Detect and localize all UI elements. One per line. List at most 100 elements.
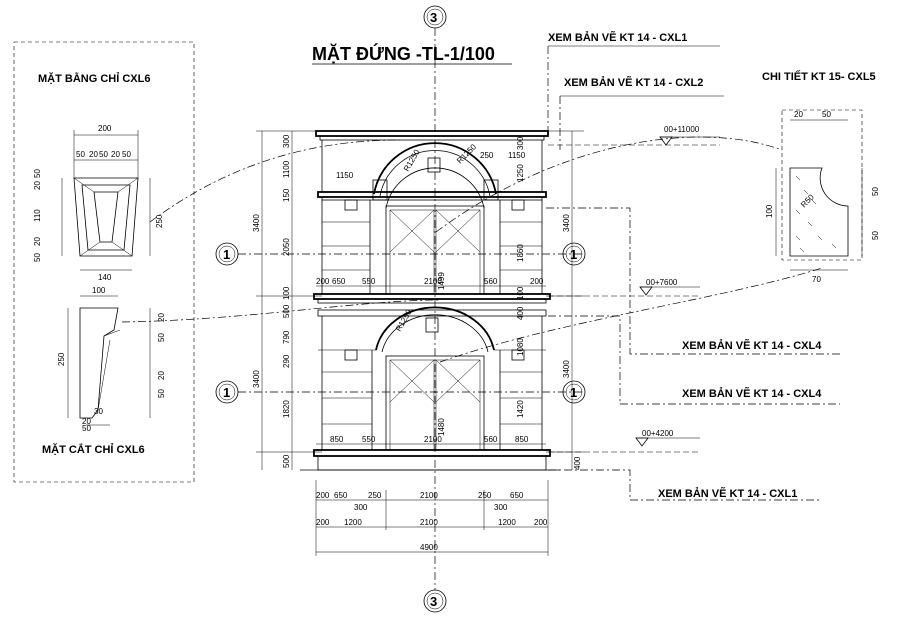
callout-2: XEM BẢN VẼ KT 14 - CXL2: [559, 76, 724, 150]
floor-upper-dim-5: 560: [484, 277, 498, 286]
callout-4: XEM BẢN VẼ KT 14 - CXL4: [548, 315, 840, 405]
right-dim-inner-upper-2: 1250: [516, 164, 525, 182]
grid-bubble-bottom: 3: [423, 589, 447, 613]
plan-dim-top-3: 50: [99, 150, 108, 159]
left-dim-inner-lower-5: 500: [282, 454, 291, 468]
section-dim-bottom-1: 30: [94, 407, 103, 416]
detail-right-frame: [781, 109, 863, 261]
level-label-7600: 00+7600: [646, 278, 678, 287]
callout-label-5: XEM BẢN VẼ KT 14 - CXL1: [658, 487, 797, 500]
plan-dim-left-2: 50: [33, 169, 42, 178]
bottom-dim-total: 4900: [420, 543, 438, 552]
cxl5-dim-top-2: 50: [822, 110, 831, 119]
grid-bubble-right-lower: 1: [562, 380, 586, 404]
grid-bubble-left-upper: 1: [215, 242, 239, 266]
left-dim-inner-upper-3: 150: [282, 188, 291, 202]
floor-upper-dim-2: 650: [332, 277, 346, 286]
bottom-dimensions: [315, 480, 549, 556]
cxl5-radius: R50: [799, 192, 816, 209]
detail-panel-left: MẶT BẰNG CHỈ CXL6 MẶT CẮT CHỈ CXL6 200 5…: [13, 41, 195, 483]
floor-lower-dim-1: 850: [330, 435, 344, 444]
section-dim-bottom-2: 20: [82, 417, 91, 426]
bottom-dim-r2-2: 1200: [344, 518, 362, 527]
bottom-dim-r1-4: 2100: [420, 491, 438, 500]
right-dim-outer-lower: 3400: [562, 360, 571, 378]
left-dim-inner-lower-3: 290: [282, 354, 291, 368]
cxl5-hatch: [795, 175, 837, 253]
bottom-dim-r2-5: 200: [534, 518, 548, 527]
drawing-title: MẶT ĐỨNG -TL-1/100: [312, 43, 495, 64]
plan-dim-top-5: 50: [122, 150, 131, 159]
bottom-dim-r1-1: 200: [316, 491, 330, 500]
cxl5-dim-right-1: 50: [871, 187, 880, 196]
plan-dim-top: 200: [98, 124, 112, 133]
left-dim-inner-lower-1: 500: [282, 304, 291, 318]
upper-top-dim-2: 250: [480, 151, 494, 160]
grid-bubble-top: 3: [423, 5, 447, 29]
detail-left-frame: [13, 41, 195, 483]
left-dim-inner-upper-4: 2050: [282, 238, 291, 256]
section-dim-top: 100: [92, 286, 106, 295]
bottom-dim-r1-6: 650: [510, 491, 524, 500]
level-label-4200: 00+4200: [642, 429, 674, 438]
section-dim-left: 250: [57, 352, 66, 366]
right-dim-inner-upper-4: 100: [516, 286, 525, 300]
left-dimensions: [256, 130, 322, 470]
floor-upper-dim-4: 2100: [424, 277, 442, 286]
cxl5-dim-right-2: 50: [871, 231, 880, 240]
plan-dim-top-2: 20: [89, 150, 98, 159]
level-marker-4200: 00+4200: [548, 429, 700, 453]
left-dim-outer-lower: 3400: [252, 370, 261, 388]
cxl6-section-shape: [67, 295, 151, 426]
callout-1: XEM BẢN VẼ KT 14 - CXL1: [547, 31, 720, 134]
floor-upper-dim-6: 200: [530, 277, 544, 286]
grid-label-right-upper: 1: [570, 247, 577, 262]
plan-dim-top-4: 20: [111, 150, 120, 159]
cxl5-profile: [789, 167, 849, 257]
upper-top-dim-3: 1150: [508, 151, 526, 160]
grid-label-right-lower: 1: [570, 385, 577, 400]
right-dim-inner-upper-3: 1860: [516, 244, 525, 262]
leader-cxl5-detail: [435, 136, 783, 233]
leader-section-detail: [121, 299, 441, 323]
building-facade: [300, 130, 560, 471]
plan-dim-bottom: 140: [98, 273, 112, 282]
callout-5: XEM BẢN VẼ KT 14 - CXL1: [548, 469, 820, 501]
section-dim-bottom-3: 50: [82, 424, 91, 433]
bottom-dim-r1-2: 650: [334, 491, 348, 500]
level-label-11000: 00+11000: [664, 125, 700, 134]
plan-dim-left-4: 20: [33, 237, 42, 246]
arch-label-2: R1250: [455, 142, 478, 165]
bottom-dim-r2-3: 2100: [420, 518, 438, 527]
level-marker-7600: 00+7600: [548, 278, 700, 297]
cxl5-dim-bottom: 70: [812, 275, 821, 284]
detail-right-title: CHI TIẾT KT 15- CXL5: [762, 70, 876, 83]
section-title: MẶT CẮT CHỈ CXL6: [42, 443, 145, 456]
plan-dim-left-1: 20: [33, 181, 42, 190]
left-dim-inner-upper-1: 300: [282, 134, 291, 148]
section-dim-right-2: 50: [157, 333, 166, 342]
detail-right: CHI TIẾT KT 15- CXL5 20 50 100 50 50 70 …: [762, 70, 880, 284]
callout-label-1: XEM BẢN VẼ KT 14 - CXL1: [548, 31, 687, 44]
floor-upper-dim-1: 200: [316, 277, 330, 286]
cxl5-dim-top-1: 20: [794, 110, 803, 119]
arch-label-5: 1480: [437, 418, 446, 436]
grid-label-left-upper: 1: [223, 247, 230, 262]
left-dim-inner-upper-2: 1100: [282, 160, 291, 178]
left-dim-inner-upper-5: 100: [282, 286, 291, 300]
floor-lower-dim-4: 560: [484, 435, 498, 444]
left-dim-inner-lower-4: 1820: [282, 400, 291, 418]
floor-lower-dim-5: 850: [515, 435, 529, 444]
cxl5-dim-left: 100: [765, 204, 774, 218]
floor-lower-dim-3: 2100: [424, 435, 442, 444]
left-dim-outer-upper: 3400: [252, 214, 261, 232]
right-dim-inner-lower-4: 400: [573, 456, 582, 470]
callout-label-3: XEM BẢN VẼ KT 14 - CXL4: [682, 339, 822, 352]
leader-plan-detail: [149, 139, 401, 223]
section-dim-right-4: 50: [157, 389, 166, 398]
bottom-dim-r1-5: 250: [478, 491, 492, 500]
grid-label-left-lower: 1: [223, 385, 230, 400]
plan-dim-top-1: 50: [76, 150, 85, 159]
leader-cxl5-lower: [439, 267, 823, 363]
